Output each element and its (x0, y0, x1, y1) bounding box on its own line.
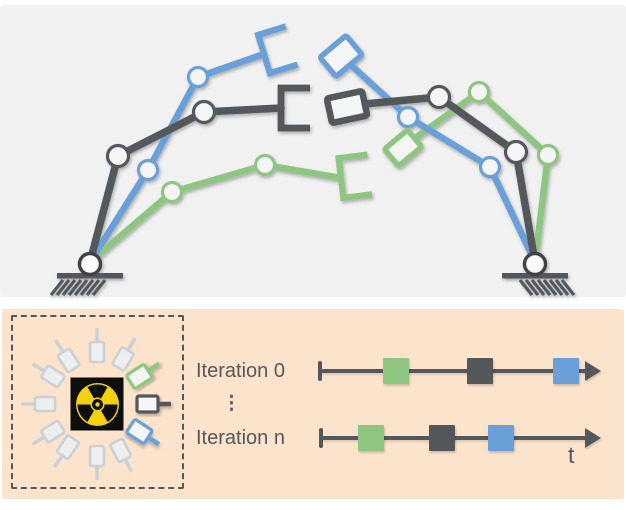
timeline-0-arrowhead-icon (585, 361, 601, 381)
robot-arm-diagram-panel (0, 5, 626, 297)
timeline-0-dark-marker (467, 358, 493, 384)
timeline-0-start-tick (318, 361, 322, 381)
iteration-0-label: Iteration 0 (196, 360, 285, 382)
timeline-0-axis (320, 369, 588, 373)
timeline-1-start-tick (319, 428, 323, 448)
timeline-1-blue-marker (488, 425, 514, 451)
ellipsis-label: ⋮ (222, 393, 242, 414)
time-axis-label: t (568, 442, 575, 468)
iteration-n-label: Iteration n (196, 427, 285, 449)
timeline-0-green-marker (383, 358, 409, 384)
radiation-source-dashed-box (11, 315, 184, 489)
timeline-1-arrowhead-icon (585, 428, 601, 448)
timeline-0-blue-marker (553, 358, 579, 384)
timeline-1-green-marker (358, 425, 384, 451)
timeline-1-dark-marker (429, 425, 455, 451)
